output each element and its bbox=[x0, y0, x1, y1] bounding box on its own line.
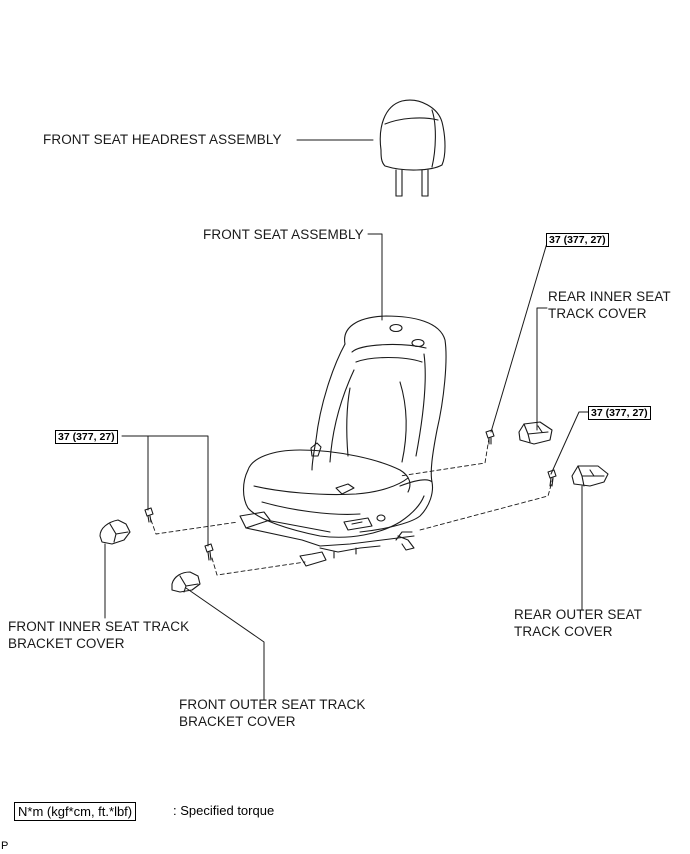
front-outer-cover-drawing bbox=[171, 571, 201, 593]
corner-code: P bbox=[1, 840, 9, 852]
torque-legend-text: : Specified torque bbox=[173, 803, 275, 818]
leader-lines bbox=[104, 139, 589, 701]
front-outer-cover-label-line1: FRONT OUTER SEAT TRACK bbox=[179, 697, 366, 712]
front-inner-cover-label-line1: FRONT INNER SEAT TRACK bbox=[8, 619, 190, 634]
bolt-front-inner bbox=[144, 507, 154, 523]
headrest-drawing bbox=[379, 99, 446, 197]
rear-outer-cover-label-line2: TRACK COVER bbox=[514, 624, 613, 639]
alignment-lines bbox=[150, 437, 554, 576]
bolt-rear-inner bbox=[485, 429, 495, 445]
torque-callout-rear-inner: 37 (377, 27) bbox=[546, 233, 609, 247]
front-inner-cover-drawing bbox=[99, 519, 131, 545]
front-inner-cover-label-line2: BRACKET COVER bbox=[8, 636, 125, 651]
seat-assembly-drawing bbox=[239, 315, 447, 567]
rear-inner-cover-label-line1: REAR INNER SEAT bbox=[548, 289, 671, 304]
rear-outer-cover-label-line1: REAR OUTER SEAT bbox=[514, 607, 643, 622]
bolt-front-outer bbox=[204, 543, 214, 561]
torque-units-legend-box: N*m (kgf*cm, ft.*lbf) bbox=[14, 802, 137, 821]
headrest-label: FRONT SEAT HEADREST ASSEMBLY bbox=[43, 132, 282, 147]
rear-inner-cover-label-line2: TRACK COVER bbox=[548, 306, 647, 321]
rear-inner-cover-drawing bbox=[518, 421, 553, 445]
rear-outer-cover-drawing bbox=[571, 465, 609, 487]
torque-callout-rear-outer: 37 (377, 27) bbox=[588, 406, 651, 420]
seat-assembly-label: FRONT SEAT ASSEMBLY bbox=[203, 227, 364, 242]
torque-callout-front: 37 (377, 27) bbox=[55, 430, 118, 444]
bolt-rear-outer bbox=[547, 469, 557, 487]
front-outer-cover-label-line2: BRACKET COVER bbox=[179, 714, 296, 729]
